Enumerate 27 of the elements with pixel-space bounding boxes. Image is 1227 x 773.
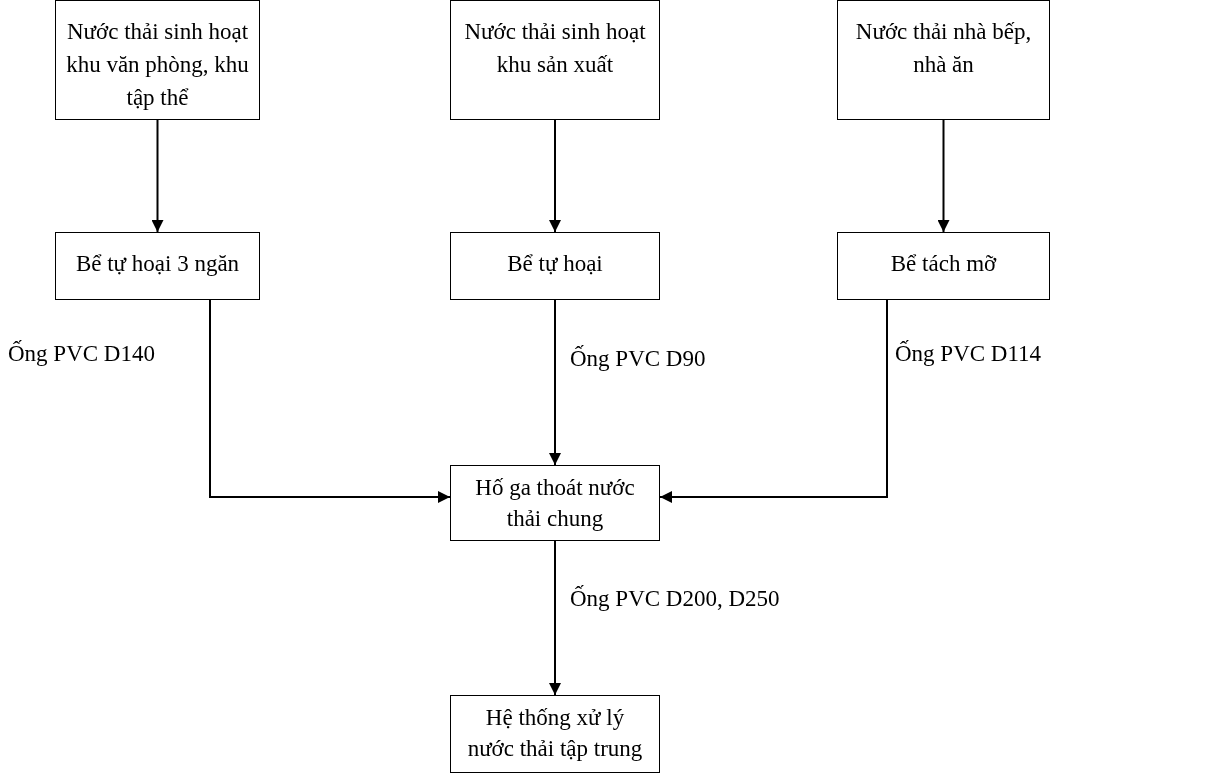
box-text: Hệ thống xử lý nước thải tập trung [466, 704, 644, 763]
process-box [450, 0, 660, 120]
box-text: Nước thải nhà bếp, nhà ăn [854, 18, 1033, 79]
arrow [937, 119, 950, 233]
box-text: Bể tự hoại 3 ngăn [75, 250, 240, 278]
box-text: Nước thải sinh hoạt khu sản xuất [463, 18, 647, 79]
edge-label: Ống PVC D90 [570, 345, 706, 373]
process-box [450, 465, 660, 541]
box-text: Hố ga thoát nước thải chung [474, 474, 636, 533]
arrow [549, 119, 561, 233]
box-text: Bể tự hoại [507, 250, 603, 278]
box-text: Bể tách mỡ [890, 250, 997, 278]
process-box [55, 0, 260, 120]
arrow [659, 299, 888, 503]
arrow [549, 540, 561, 696]
edge-label: Ống PVC D140 [8, 340, 155, 368]
box-text: Nước thải sinh hoạt khu văn phòng, khu tập thể [66, 18, 249, 112]
arrow [151, 119, 164, 233]
arrow [549, 299, 561, 466]
process-box [837, 0, 1050, 120]
edge-label: Ống PVC D114 [895, 340, 1042, 368]
arrow [209, 299, 451, 503]
process-box [55, 232, 260, 300]
process-box [837, 232, 1050, 300]
edge-label: Ống PVC D200, D250 [570, 585, 780, 613]
process-box [450, 695, 660, 773]
process-box [450, 232, 660, 300]
